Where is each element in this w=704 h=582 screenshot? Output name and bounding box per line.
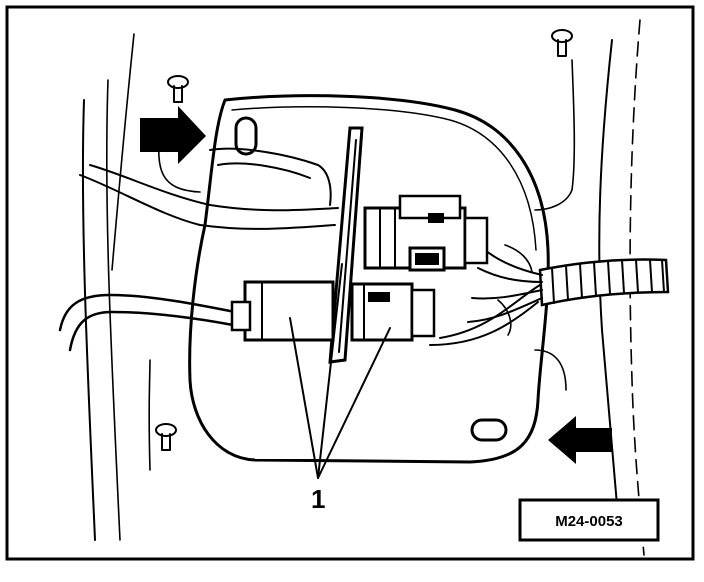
connector-tab <box>368 292 390 302</box>
harness-conduit <box>538 258 670 307</box>
callout-leader-lines <box>289 263 391 479</box>
mounting-plate <box>188 94 550 464</box>
reference-code: M24-0053 <box>555 513 623 530</box>
upper-connector-block <box>363 194 489 272</box>
lower-connector-block <box>230 280 436 342</box>
clip-fastener-icon <box>551 29 573 57</box>
mounting-slot-upper <box>234 116 258 156</box>
mounting-slot-lower <box>470 418 508 442</box>
arrow-icon <box>548 416 612 464</box>
cables <box>58 147 339 352</box>
reference-code-box <box>518 498 660 542</box>
clip-fastener-icon <box>167 75 189 103</box>
harness-wires <box>429 244 543 346</box>
callout-label: 1 <box>311 484 325 514</box>
connector-latch <box>428 213 444 223</box>
clip-fastener-icon <box>155 423 177 451</box>
arrow-icon <box>140 106 206 164</box>
